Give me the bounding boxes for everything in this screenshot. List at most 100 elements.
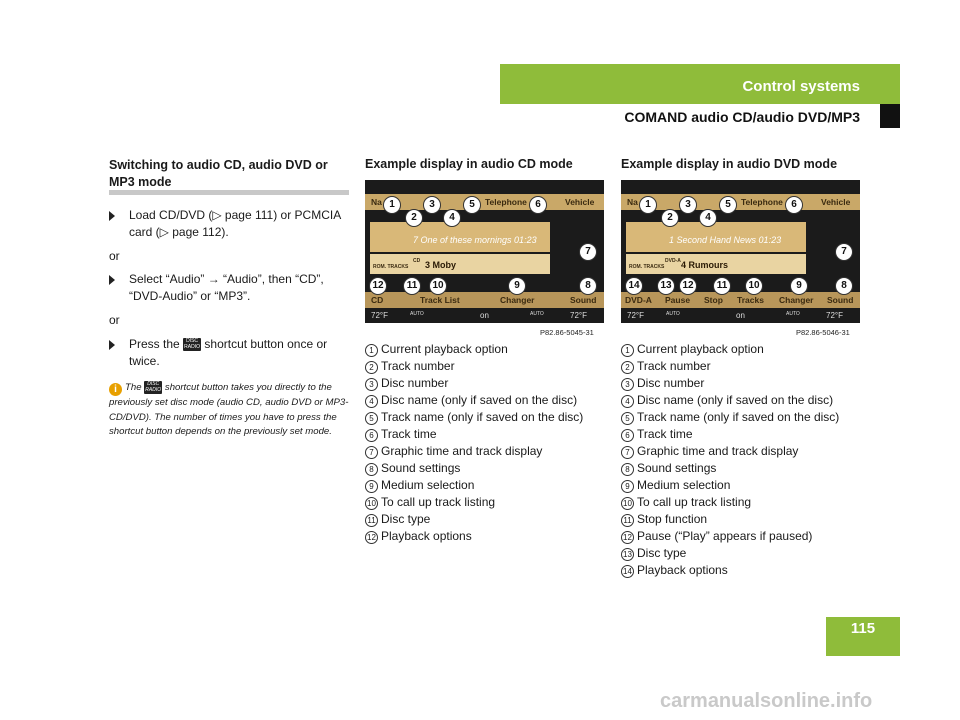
legend-number: 12 xyxy=(365,531,378,544)
legend-text: Playback options xyxy=(637,563,728,577)
menu-sound: Sound xyxy=(827,295,854,305)
menu-sound: Sound xyxy=(570,295,597,305)
callout-7: 7 xyxy=(579,243,597,261)
step-text: Load CD/DVD (▷ page 111) or PCMCIA card … xyxy=(129,208,341,239)
callout-1: 1 xyxy=(383,196,401,214)
legend-text: Sound settings xyxy=(381,461,461,475)
menu-tracks: Tracks xyxy=(737,295,764,305)
legend-text: Track number xyxy=(381,359,455,373)
temp-right: 72°F xyxy=(826,311,843,320)
callout-9: 9 xyxy=(790,277,808,295)
cd-display-screenshot: Na Telephone Vehicle 7 One of these morn… xyxy=(365,180,604,323)
callout-11: 11 xyxy=(403,277,421,295)
legend-number: 11 xyxy=(365,514,378,527)
callout-8: 8 xyxy=(579,277,597,295)
legend-number: 5 xyxy=(621,412,634,425)
track-band xyxy=(370,222,550,252)
legend-text: Current playback option xyxy=(381,342,508,356)
legend-number: 7 xyxy=(365,446,378,459)
legend-number: 1 xyxy=(621,344,634,357)
step-select-menu: Select “Audio” → “Audio”, then “CD”, “DV… xyxy=(109,271,349,305)
menu-cd: CD xyxy=(371,295,384,305)
menu-track-list: Track List xyxy=(420,295,460,305)
callout-8: 8 xyxy=(835,277,853,295)
temp-left: 72°F xyxy=(371,311,388,320)
disc-band xyxy=(370,254,550,274)
callout-2: 2 xyxy=(405,209,423,227)
step-arrow-icon xyxy=(109,340,115,350)
callout-11: 11 xyxy=(713,277,731,295)
callout-13: 13 xyxy=(657,277,675,295)
disc-type-tag: DVD-A xyxy=(665,258,681,264)
legend-text: Disc type xyxy=(637,546,687,560)
legend-number: 8 xyxy=(621,463,634,476)
info-text-part: The xyxy=(125,382,142,394)
callout-4: 4 xyxy=(443,209,461,227)
step-text: Select “Audio” → “Audio”, then “CD”, “DV… xyxy=(129,272,324,303)
callout-14: 14 xyxy=(625,277,643,295)
legend-number: 6 xyxy=(365,429,378,442)
legend-number: 13 xyxy=(621,548,634,561)
dvd-display-screenshot: Na Telephone Vehicle 1 Second Hand News … xyxy=(621,180,860,323)
legend-text: Track time xyxy=(381,427,437,441)
callout-6: 6 xyxy=(785,196,803,214)
menu-pause: Pause xyxy=(665,295,691,305)
disc-band xyxy=(626,254,806,274)
legend-number: 7 xyxy=(621,446,634,459)
step-text-part: Press the xyxy=(129,337,180,351)
auto-right: AUTO xyxy=(786,311,800,317)
fan-status: on xyxy=(480,311,489,320)
vehicle-label: Vehicle xyxy=(821,197,851,207)
legend-number: 3 xyxy=(365,378,378,391)
legend-number: 4 xyxy=(365,395,378,408)
track-band xyxy=(626,222,806,252)
legend-number: 4 xyxy=(621,395,634,408)
menu-stop: Stop xyxy=(704,295,723,305)
legend-number: 8 xyxy=(365,463,378,476)
legend-text: Sound settings xyxy=(637,461,717,475)
section-title: Control systems xyxy=(742,78,860,95)
legend-text: Track name (only if saved on the disc) xyxy=(637,410,840,424)
callout-2: 2 xyxy=(661,209,679,227)
callout-4: 4 xyxy=(699,209,717,227)
step-arrow-icon xyxy=(109,211,115,221)
legend-number: 3 xyxy=(621,378,634,391)
callout-5: 5 xyxy=(463,196,481,214)
step-arrow-icon xyxy=(109,275,115,285)
bottom-menu-bar xyxy=(621,292,860,308)
legend-text: Graphic time and track display xyxy=(381,444,543,458)
auto-right: AUTO xyxy=(530,311,544,317)
menu-changer: Changer xyxy=(500,295,535,305)
menu-dvd-a: DVD-A xyxy=(625,295,652,305)
auto-left: AUTO xyxy=(666,311,680,317)
or-text: or xyxy=(109,313,120,327)
cd-column-title: Example display in audio CD mode xyxy=(365,157,573,171)
telephone-label: Telephone xyxy=(741,197,783,207)
callout-3: 3 xyxy=(679,196,697,214)
climate-status-bar: 72°F AUTO on AUTO 72°F xyxy=(621,310,860,323)
track-info: 7 One of these mornings 01:23 xyxy=(413,235,537,245)
info-icon: i xyxy=(109,383,122,397)
info-text-part: shortcut button takes you directly to th… xyxy=(109,382,349,438)
page-number: 115 xyxy=(826,617,900,656)
legend-number: 6 xyxy=(621,429,634,442)
legend-number: 9 xyxy=(365,480,378,493)
step-load-disc: Load CD/DVD (▷ page 111) or PCMCIA card … xyxy=(109,207,349,241)
